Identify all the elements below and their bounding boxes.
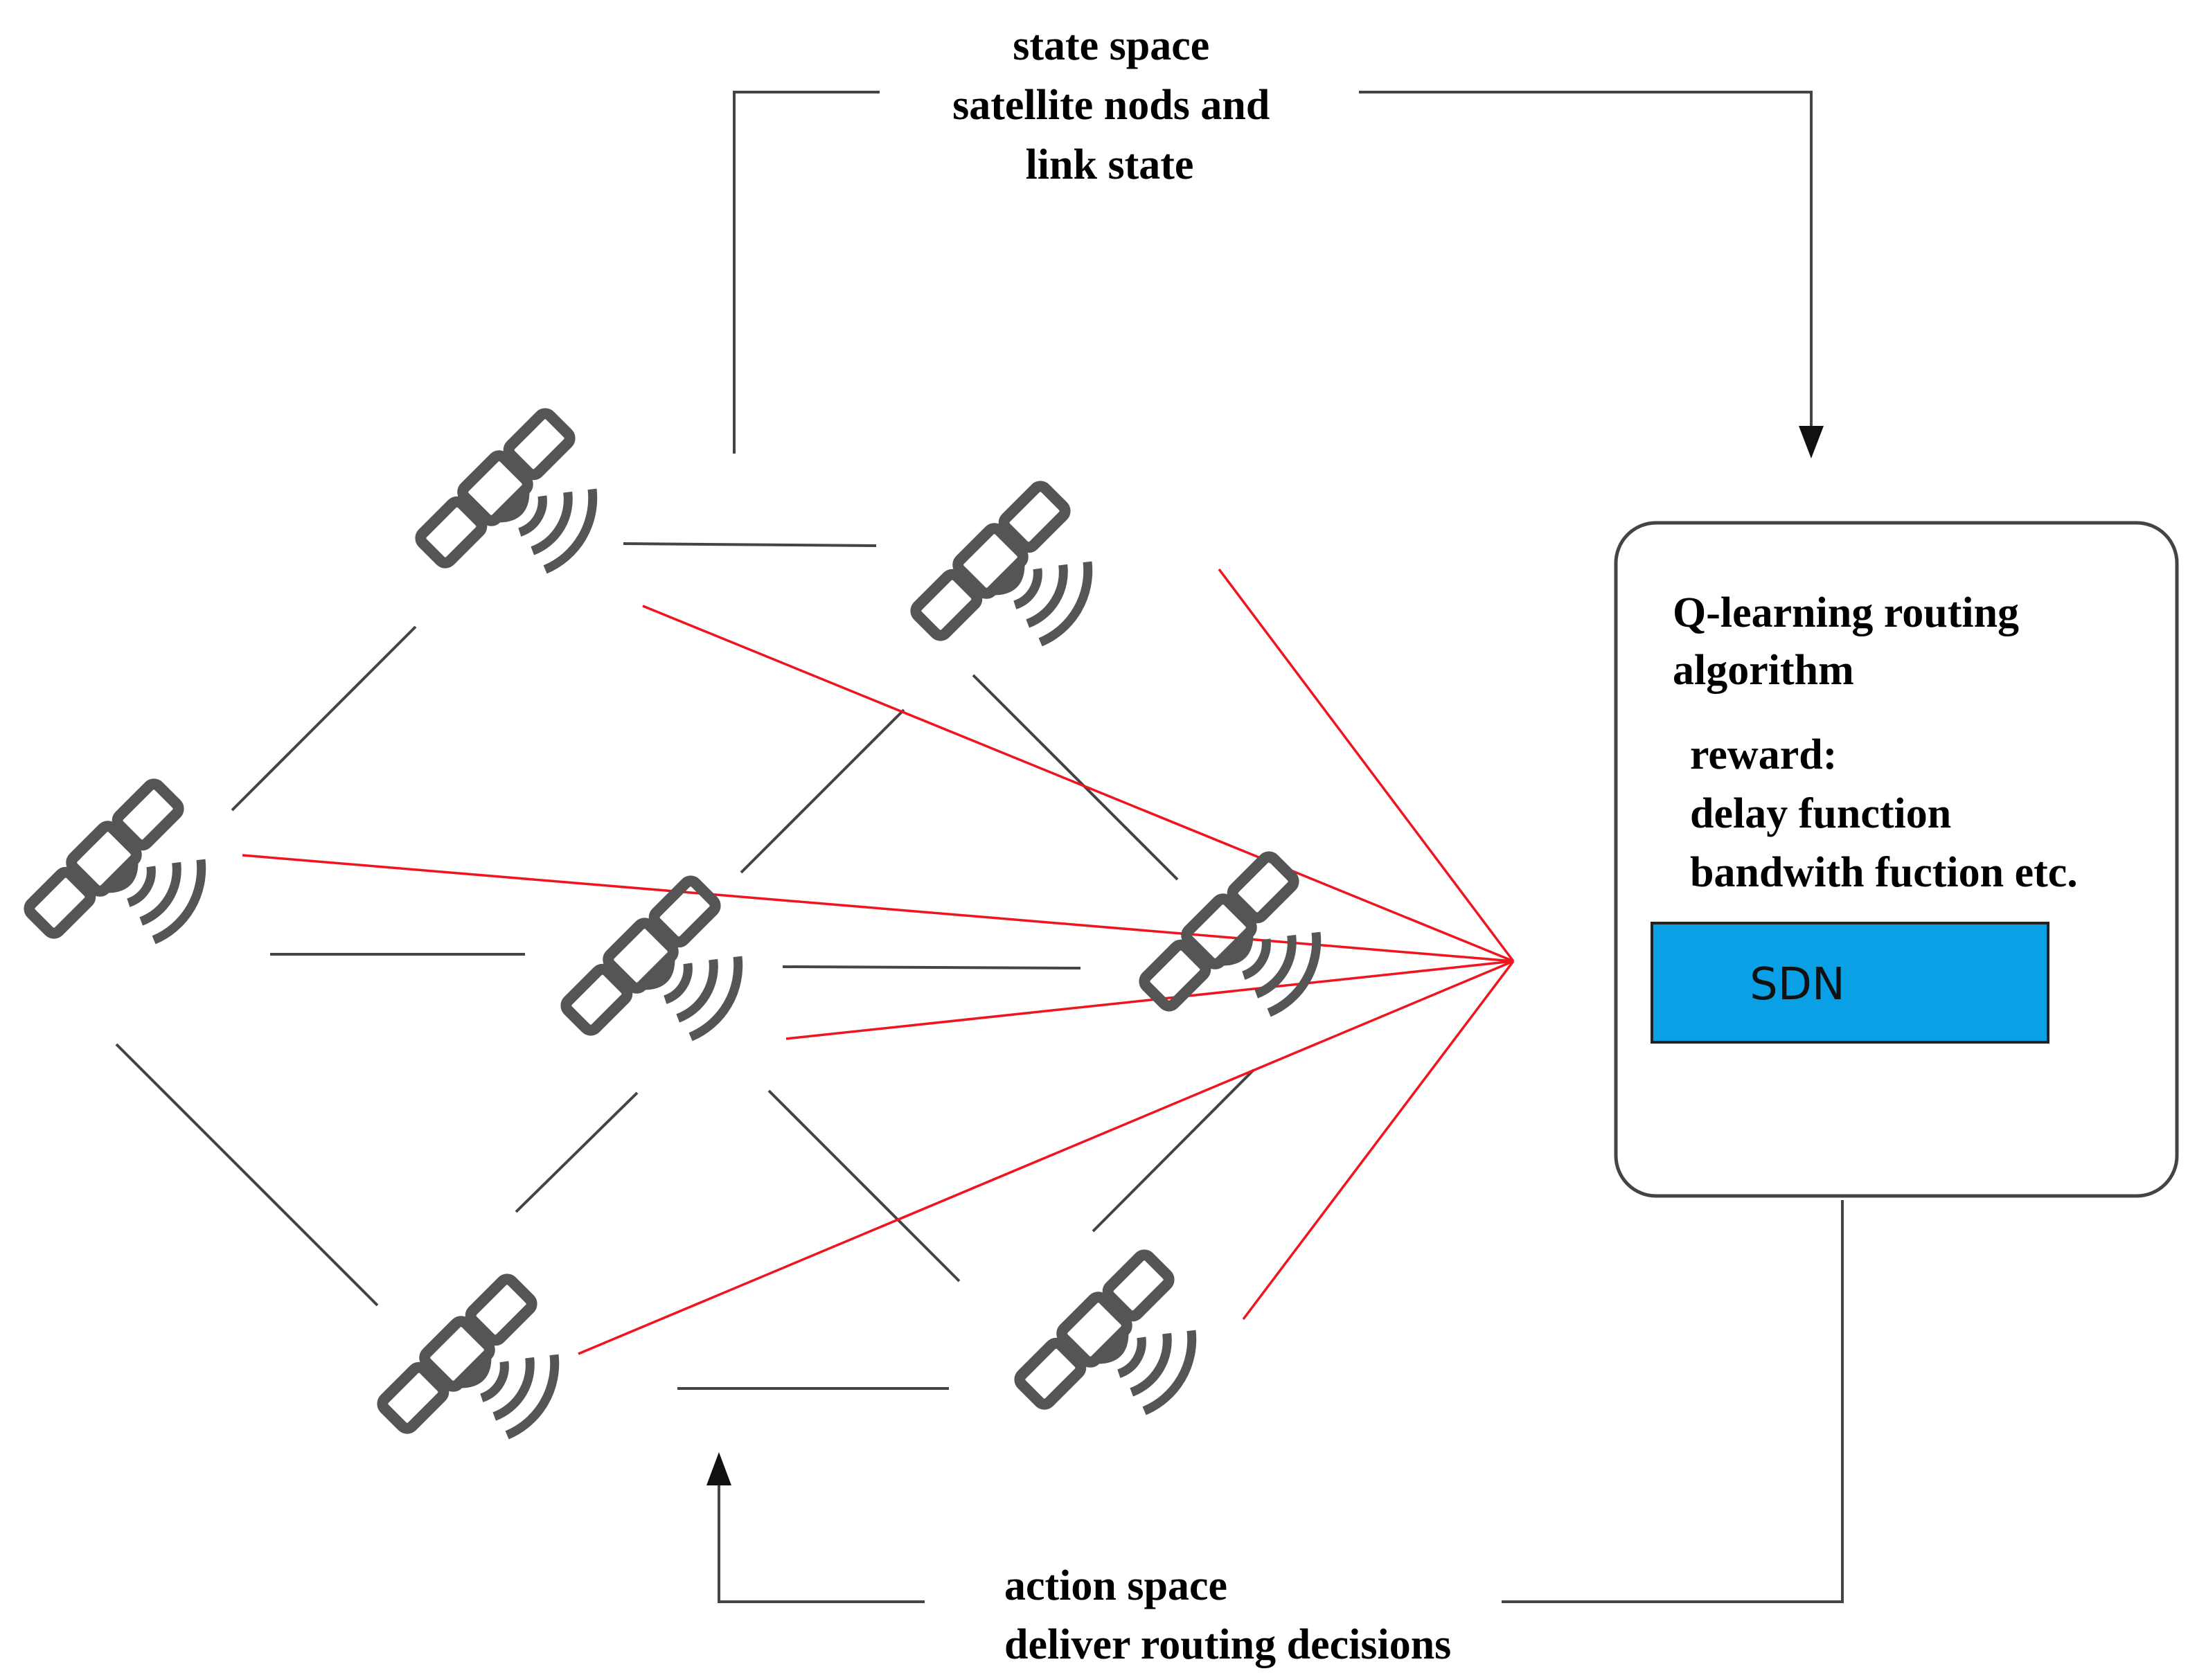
state-feedback-label: state space satellite nods and link stat… [952,22,1281,188]
arrow-down-icon [1799,426,1824,458]
satellite-icon [24,779,237,992]
inter-satellite-links [115,542,1255,1390]
control-link [785,960,1514,1040]
control-link [242,854,1514,963]
satellite-icon [911,481,1123,694]
satellites [24,409,1352,1487]
isl-link [972,674,1179,881]
isl-link [623,542,877,547]
isl-link [767,1089,961,1283]
control-link [1242,960,1515,1321]
isl-link [1092,1069,1255,1233]
reward-text: reward: delay function bandwith fuction … [1690,731,2078,896]
action-feedback-label: action space deliver routing decisions [1004,1562,1451,1668]
satellite-icon [1139,852,1352,1064]
satellite-icon [1015,1250,1227,1463]
satellite-icon [377,1274,590,1487]
isl-link [515,1091,639,1213]
isl-link [740,708,905,874]
arrow-up-icon [706,1452,731,1485]
satellite-icon [561,876,774,1089]
control-links [242,568,1515,1355]
action-feedback-path [718,1200,1844,1603]
isl-link [115,1043,379,1307]
isl-link [782,965,1081,969]
control-link [1218,568,1515,963]
control-link [578,960,1514,1355]
sdn-label: SDN [1750,959,1845,1010]
satellite-icon [416,409,628,621]
isl-link [231,625,417,812]
controller-title: Q-learning routing algorithm [1673,589,2030,694]
state-feedback-path [733,91,1813,454]
control-link [642,605,1514,963]
sdn-block [1651,922,2049,1044]
